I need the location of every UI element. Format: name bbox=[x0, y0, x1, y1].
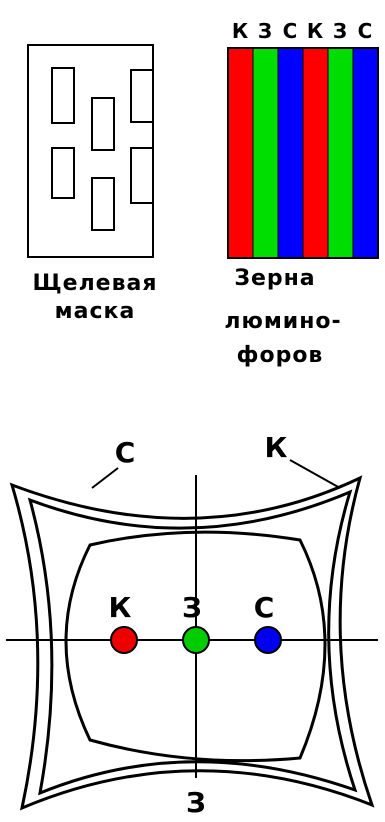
outer-raster-outline bbox=[9, 475, 375, 811]
beam-dot-label: З bbox=[182, 591, 202, 624]
phosphor-stripe bbox=[277, 47, 304, 259]
phosphor-stripe bbox=[327, 47, 354, 259]
phosphor-caption-line1: Зерна bbox=[234, 266, 315, 291]
mask-slot bbox=[91, 177, 115, 231]
slot-mask-caption-line2: маска bbox=[55, 299, 136, 324]
phosphor-frame bbox=[227, 47, 379, 259]
stripe-letter: З bbox=[258, 19, 273, 43]
label-bottom: З bbox=[186, 786, 206, 819]
phosphor-caption-line3: форов bbox=[237, 343, 324, 368]
mask-slot bbox=[51, 67, 75, 124]
phosphor-stripe bbox=[352, 47, 379, 259]
beam-dot-label: С bbox=[254, 591, 275, 624]
stripe-letter: К bbox=[232, 19, 249, 43]
phosphor-caption-line2: люмино- bbox=[224, 309, 341, 334]
mask-slot bbox=[51, 147, 75, 199]
beam-dots bbox=[110, 626, 282, 654]
phosphor-stripe bbox=[252, 47, 279, 259]
phosphor-stripes bbox=[227, 47, 379, 259]
leader-line-k bbox=[289, 459, 341, 489]
middle-raster-outline bbox=[27, 489, 358, 796]
slot-mask-figure: Щелевая маска bbox=[27, 44, 157, 324]
mask-slot bbox=[130, 147, 154, 204]
stripe-letter: З bbox=[333, 19, 348, 43]
phosphor-stripe bbox=[227, 47, 254, 259]
beam-dot bbox=[254, 626, 282, 654]
slot-mask-caption-line1: Щелевая bbox=[32, 271, 157, 296]
beam-dot bbox=[110, 626, 138, 654]
inner-raster-outline bbox=[64, 530, 327, 763]
phosphor-stripe bbox=[302, 47, 329, 259]
beam-dot bbox=[182, 626, 210, 654]
stripe-letter: С bbox=[283, 19, 299, 43]
stripe-letter: К bbox=[307, 19, 324, 43]
stripe-letter: С bbox=[358, 19, 374, 43]
mask-slot bbox=[130, 69, 154, 123]
label-c-outer: С bbox=[115, 436, 136, 469]
beam-dot-label: К bbox=[109, 591, 132, 624]
label-k-outer: К bbox=[265, 431, 288, 464]
mask-slot bbox=[91, 97, 115, 151]
leader-line-c bbox=[91, 467, 119, 489]
